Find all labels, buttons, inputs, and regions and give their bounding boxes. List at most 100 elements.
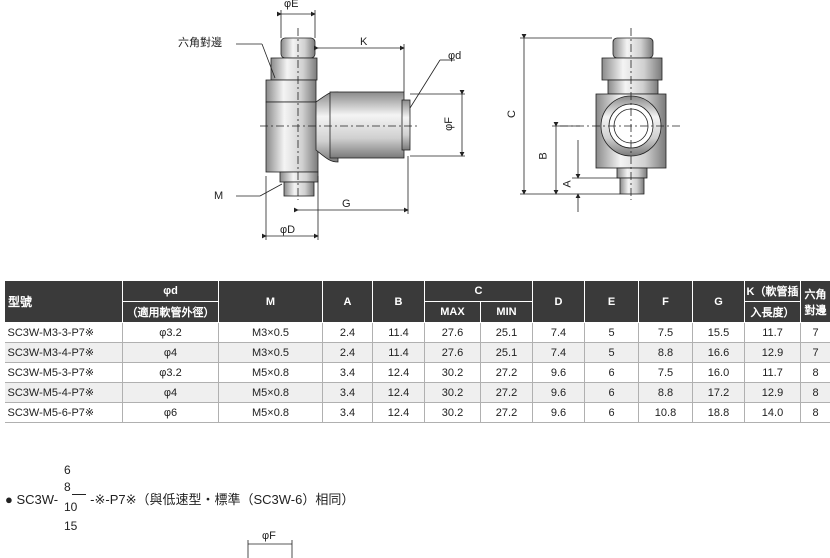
phi-dd-label: φD bbox=[280, 224, 296, 236]
table-cell: 11.7 bbox=[744, 322, 802, 343]
fraction-bar bbox=[72, 494, 86, 495]
table-cell: 3.4 bbox=[322, 362, 373, 383]
table-cell: 7 bbox=[800, 322, 830, 343]
table-cell: 9.6 bbox=[532, 402, 586, 423]
table-cell: 15.5 bbox=[692, 322, 746, 343]
table-cell: 9.6 bbox=[532, 362, 586, 383]
table-cell: 11.4 bbox=[372, 322, 425, 343]
header-k: K（軟管插 bbox=[744, 280, 802, 302]
c-label: C bbox=[505, 110, 518, 118]
model-cell: SC3W-M5-3-P7※ bbox=[4, 362, 123, 383]
table-cell: 25.1 bbox=[480, 322, 534, 343]
table-cell: 11.7 bbox=[744, 362, 802, 383]
table-cell: M3×0.5 bbox=[218, 322, 323, 343]
table-cell: 27.2 bbox=[480, 362, 534, 383]
table-cell: 7 bbox=[800, 342, 830, 363]
table-cell: 27.2 bbox=[480, 402, 534, 423]
push-in-fitting bbox=[329, 91, 405, 159]
variant-suffix: -※-P7※（與低速型・標準（SC3W-6）相同） bbox=[90, 492, 355, 507]
model-cell: SC3W-M3-4-P7※ bbox=[4, 342, 123, 363]
header-model: 型號 bbox=[4, 280, 123, 323]
table-cell: 30.2 bbox=[424, 362, 481, 383]
table-cell: 6 bbox=[584, 402, 640, 423]
knob-right bbox=[612, 37, 654, 59]
table-cell: 12.9 bbox=[744, 342, 802, 363]
table-cell: 6 bbox=[584, 362, 640, 383]
model-cell: SC3W-M3-3-P7※ bbox=[4, 322, 123, 343]
a-label: A bbox=[561, 180, 574, 188]
table-cell: M5×0.8 bbox=[218, 382, 323, 403]
table-cell: 9.6 bbox=[532, 382, 586, 403]
size-option-8: 8 bbox=[64, 480, 71, 494]
header-c-min: MIN bbox=[479, 301, 534, 323]
table-cell: M5×0.8 bbox=[218, 402, 323, 423]
table-cell: 8.8 bbox=[638, 382, 694, 403]
table-cell: 7.4 bbox=[532, 322, 586, 343]
table-cell: M5×0.8 bbox=[218, 362, 323, 383]
header-hex: 六角對邊 bbox=[800, 280, 830, 323]
header-e: E bbox=[584, 280, 640, 323]
header-k-sub: 入長度） bbox=[744, 301, 802, 323]
size-option-6: 6 bbox=[64, 463, 71, 477]
dimension-drawing bbox=[236, 10, 680, 240]
size-option-15: 15 bbox=[64, 519, 78, 533]
thread-right bbox=[619, 177, 645, 195]
table-cell: 12.4 bbox=[372, 382, 425, 403]
table-cell: 8 bbox=[800, 402, 830, 423]
table-cell: 11.4 bbox=[372, 342, 425, 363]
header-b: B bbox=[372, 280, 425, 323]
table-cell: 16.6 bbox=[692, 342, 746, 363]
table-cell: 27.2 bbox=[480, 382, 534, 403]
table-cell: 25.1 bbox=[480, 342, 534, 363]
phi-f-label: φF bbox=[442, 117, 455, 131]
body-left bbox=[265, 101, 319, 173]
table-cell: 12.9 bbox=[744, 382, 802, 403]
table-cell: φ3.2 bbox=[122, 322, 219, 343]
table-cell: M3×0.5 bbox=[218, 342, 323, 363]
table-cell: 5 bbox=[584, 342, 640, 363]
variant-note: ● SC3W- -※-P7※（與低速型・標準（SC3W-6）相同） bbox=[5, 489, 354, 508]
table-cell: 27.6 bbox=[424, 342, 481, 363]
table-cell: 7.5 bbox=[638, 322, 694, 343]
table-cell: 7.5 bbox=[638, 362, 694, 383]
table-cell: 8 bbox=[800, 382, 830, 403]
table-cell: φ4 bbox=[122, 382, 219, 403]
model-cell: SC3W-M5-6-P7※ bbox=[4, 402, 123, 423]
table-cell: 30.2 bbox=[424, 382, 481, 403]
table-cell: 6 bbox=[584, 382, 640, 403]
bottom-drawing-fragment bbox=[247, 540, 293, 558]
b-label: B bbox=[537, 152, 550, 160]
table-cell: 2.4 bbox=[322, 342, 373, 363]
g-label: G bbox=[342, 198, 351, 210]
table-cell: 17.2 bbox=[692, 382, 746, 403]
header-phi-d-sub: （適用軟管外徑） bbox=[122, 301, 219, 323]
table-cell: 3.4 bbox=[322, 382, 373, 403]
variant-prefix: SC3W- bbox=[16, 492, 59, 507]
table-cell: 18.8 bbox=[692, 402, 746, 423]
size-option-10: 10 bbox=[64, 500, 78, 514]
table-cell: 14.0 bbox=[744, 402, 802, 423]
table-cell: 8 bbox=[800, 362, 830, 383]
lock-nut bbox=[270, 57, 318, 81]
bottom-phi-f-label: φF bbox=[262, 530, 276, 542]
spec-table: 型號 φd M A B C D E F G K（軟管插 六角對邊 （適用軟管外徑… bbox=[4, 280, 830, 423]
header-c: C bbox=[423, 280, 534, 302]
header-f: F bbox=[638, 280, 694, 323]
header-c-max: MAX bbox=[424, 301, 481, 323]
table-cell: φ6 bbox=[122, 402, 219, 423]
phi-d-label: φd bbox=[448, 50, 462, 62]
header-a: A bbox=[322, 280, 373, 323]
table-cell: φ4 bbox=[122, 342, 219, 363]
hex-flat-label: 六角對邊 bbox=[178, 37, 222, 49]
bullet-icon: ● bbox=[5, 492, 13, 507]
table-cell: 16.0 bbox=[692, 362, 746, 383]
table-cell: 3.4 bbox=[322, 402, 373, 423]
header-d: D bbox=[532, 280, 586, 323]
table-cell: 7.4 bbox=[532, 342, 586, 363]
thread-left bbox=[283, 181, 315, 197]
